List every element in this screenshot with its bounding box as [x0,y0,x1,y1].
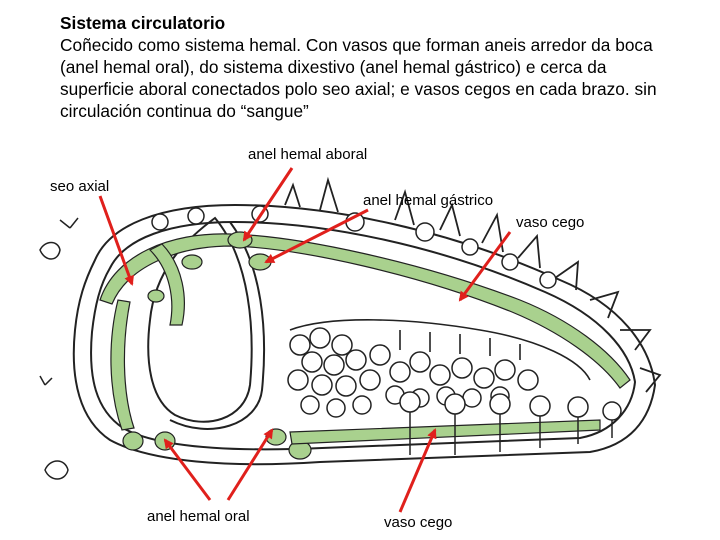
label-blind-vessel-bottom: vaso cego [384,514,452,531]
arrow-blind-vessel-bottom [400,430,435,512]
arrow-axial-sinus [100,196,132,284]
arrow-oral-ring-left [165,440,210,500]
label-axial-sinus: seo axial [50,178,109,195]
label-blind-vessel-top: vaso cego [516,214,584,231]
pedicellariae [40,218,78,479]
label-gastric-ring: anel hemal gástrico [363,192,493,209]
label-oral-ring: anel hemal oral [147,508,250,525]
label-aboral-ring: anel hemal aboral [248,146,367,163]
